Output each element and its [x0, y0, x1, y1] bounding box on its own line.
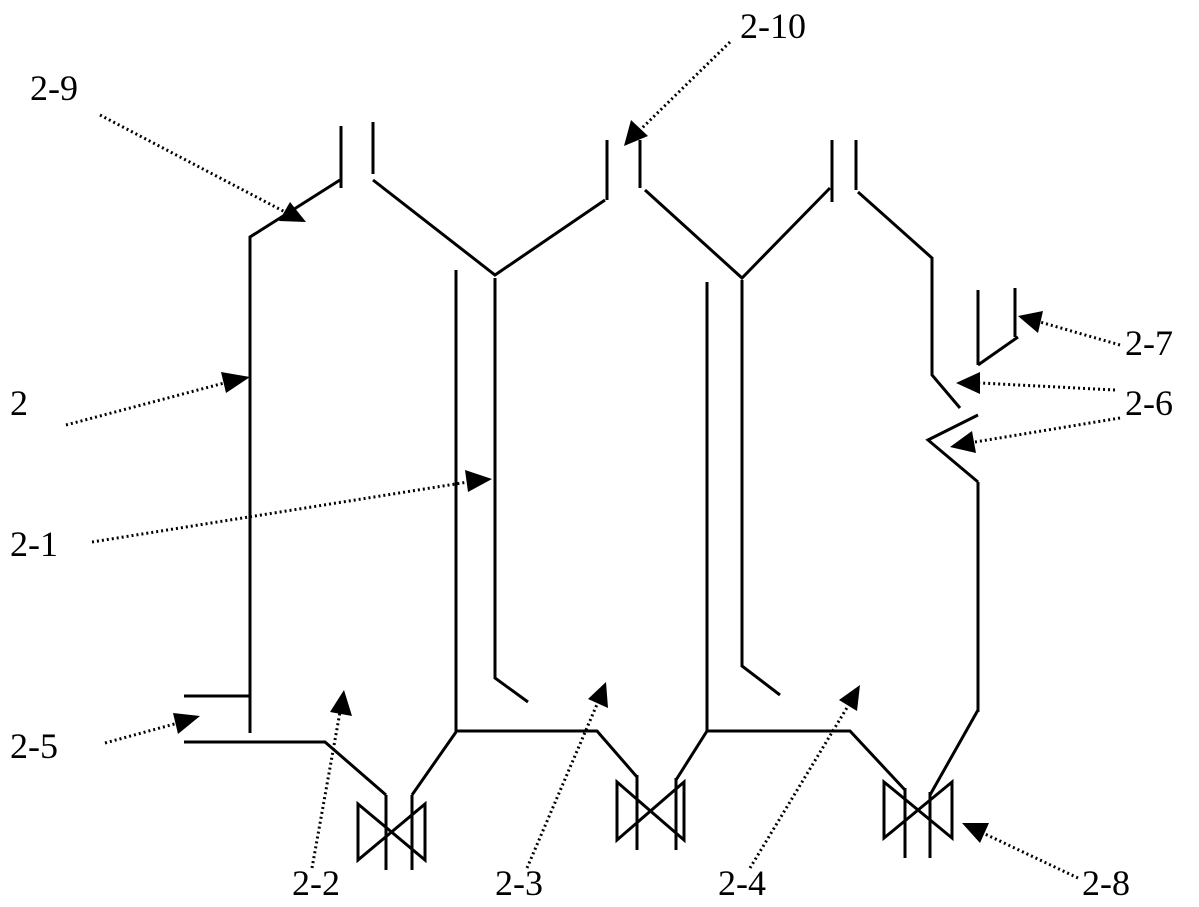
- leader-2-9: [99, 113, 286, 214]
- label-2-2: 2-2: [292, 863, 340, 903]
- valve-1-body: [356, 800, 427, 864]
- vessel-bottom: [184, 694, 980, 797]
- leader-2-6-lower: [974, 416, 1121, 444]
- label-2-4: 2-4: [718, 863, 766, 903]
- leader-lines: [65, 40, 1121, 880]
- label-2-5: 2-5: [10, 726, 58, 766]
- valve-2: [615, 775, 686, 850]
- hopper-1-right: [410, 731, 458, 796]
- valve-1: [356, 795, 427, 870]
- leader-2-2: [310, 711, 342, 869]
- label-2-8: 2-8: [1082, 863, 1130, 903]
- right-wall-deflector: [925, 413, 979, 484]
- outlet-nozzle-bottom: [977, 335, 1019, 367]
- roof-segment-3: [857, 190, 962, 409]
- leader-2-1: [91, 480, 469, 544]
- label-2: 2: [10, 383, 28, 423]
- arrowhead-2-1: [465, 470, 492, 492]
- baffle-2: [493, 278, 529, 704]
- leader-2-6-upper: [979, 381, 1116, 392]
- arrowhead-2-4: [839, 685, 860, 711]
- label-2-1: 2-1: [10, 524, 58, 564]
- hopper-2: [456, 729, 639, 778]
- valve-2-body: [615, 778, 686, 844]
- arrowhead-2-5: [173, 713, 200, 734]
- arrowhead-2-2: [330, 690, 352, 716]
- arrowhead-2-6-lower: [950, 431, 976, 453]
- label-2-9: 2-9: [30, 68, 78, 108]
- hopper-3-right: [928, 709, 980, 796]
- leader-2: [65, 380, 229, 427]
- baffle-4: [740, 280, 781, 697]
- label-2-3: 2-3: [495, 863, 543, 903]
- valve-3-body: [882, 778, 954, 842]
- leader-2-5: [104, 721, 179, 745]
- arrowhead-2-3: [588, 682, 608, 708]
- roof-segment-2: [643, 186, 832, 281]
- hopper-2-right: [674, 730, 709, 781]
- hopper-3: [707, 729, 907, 792]
- arrowhead-2-6-upper: [956, 372, 980, 394]
- leader-2-3: [525, 701, 600, 869]
- arrowhead-2-8: [962, 823, 989, 843]
- leader-2-4: [748, 705, 850, 869]
- left-wall: [248, 178, 341, 733]
- labels: 2-9 2-10 2 2-1 2-7 2-6 2-5 2-2 2-3 2-4 2…: [10, 6, 1173, 903]
- leader-2-8: [984, 832, 1079, 880]
- arrowhead-2: [221, 372, 250, 393]
- label-2-7: 2-7: [1125, 323, 1173, 363]
- label-2-6: 2-6: [1125, 383, 1173, 423]
- valve-3: [882, 778, 954, 858]
- label-2-10: 2-10: [740, 6, 806, 46]
- leader-2-7: [1039, 320, 1121, 347]
- roof-segment-1: [372, 178, 606, 277]
- arrowhead-2-9: [279, 202, 306, 222]
- vessel-outline: [248, 122, 1019, 733]
- leader-2-10: [638, 40, 732, 132]
- arrowhead-2-10: [624, 120, 648, 146]
- arrowhead-2-7: [1018, 311, 1043, 333]
- baffles: [454, 270, 781, 732]
- inlet-bottom-hopper-1: [184, 740, 387, 797]
